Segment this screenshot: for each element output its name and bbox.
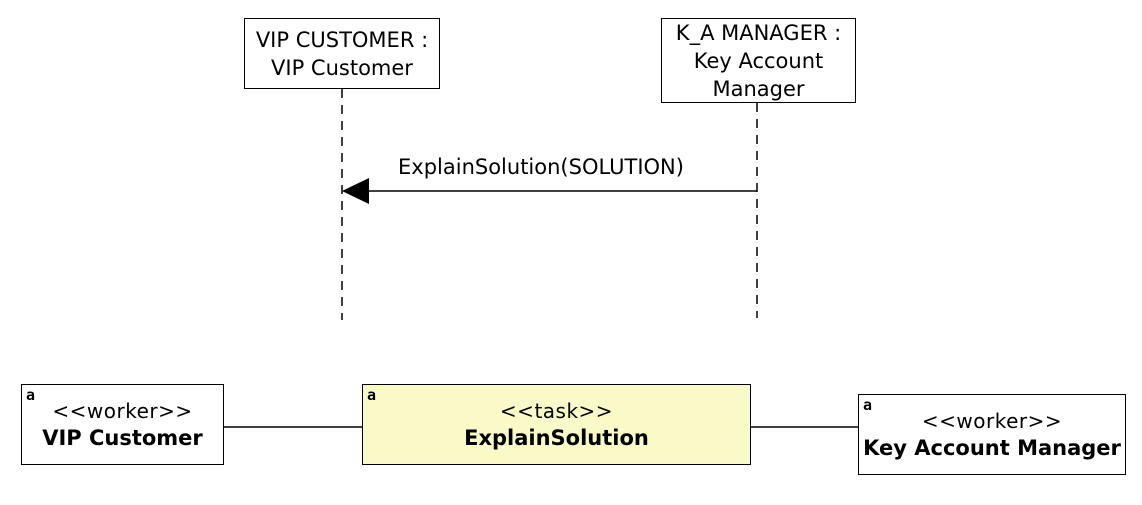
worker-node-vip-customer[interactable]: a <<worker>> VIP Customer <box>21 384 224 465</box>
lifeline-head-vip-customer[interactable]: VIP CUSTOMER : VIP Customer <box>244 18 440 89</box>
element-type-icon: a <box>863 396 873 414</box>
node-name: ExplainSolution <box>464 425 649 450</box>
node-stereotype: <<task>> <box>499 398 614 423</box>
node-name: VIP Customer <box>42 425 203 450</box>
node-stereotype: <<worker>> <box>921 408 1063 433</box>
node-stereotype: <<worker>> <box>52 398 193 423</box>
node-name: Key Account Manager <box>863 435 1121 460</box>
element-type-icon: a <box>367 386 377 404</box>
worker-node-key-account-manager[interactable]: a <<worker>> Key Account Manager <box>858 394 1126 475</box>
lifeline-label: VIP CUSTOMER : VIP Customer <box>255 27 429 80</box>
element-type-icon: a <box>26 386 36 404</box>
message-label: ExplainSolution(SOLUTION) <box>398 155 684 179</box>
lifeline-label: K_A MANAGER : Key Account Manager <box>675 20 842 101</box>
task-node-explain-solution[interactable]: a <<task>> ExplainSolution <box>362 384 751 465</box>
lifeline-head-key-account-manager[interactable]: K_A MANAGER : Key Account Manager <box>661 18 856 103</box>
message-arrowhead <box>342 178 369 204</box>
